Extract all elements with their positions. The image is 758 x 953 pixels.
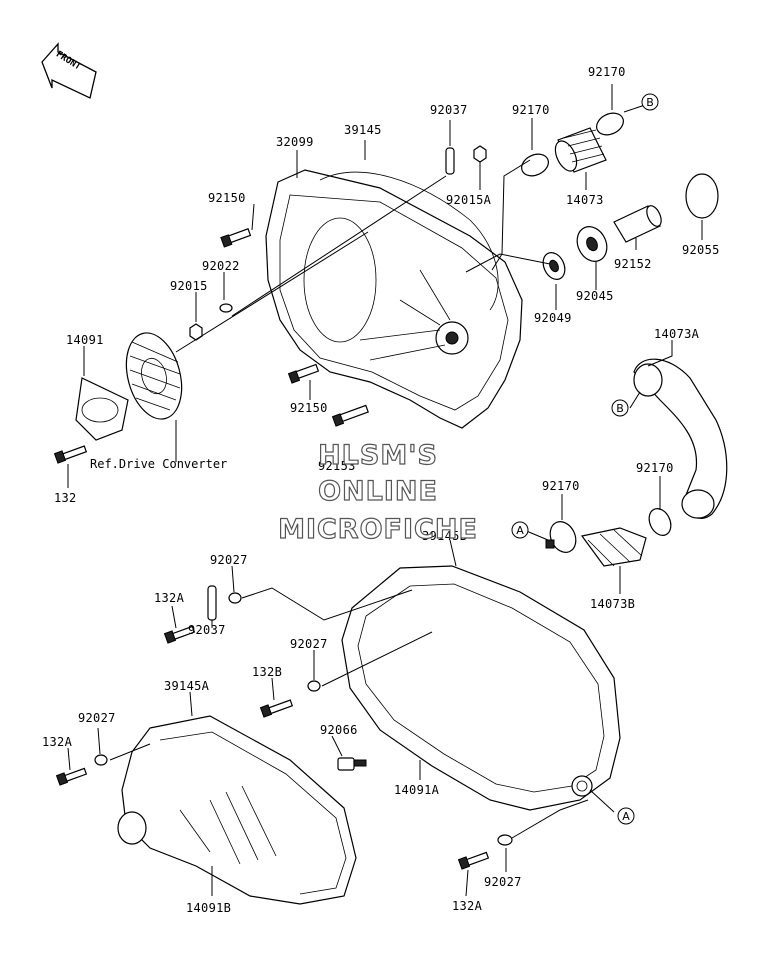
watermark-line-3: MICROFICHE — [278, 514, 478, 545]
cover-39145B — [341, 565, 621, 811]
label-92015: 92015 — [170, 279, 208, 293]
washer-92027-top — [228, 592, 242, 604]
label-92027-top: 92027 — [210, 553, 248, 567]
cap-14091 — [75, 377, 129, 441]
label-14091: 14091 — [66, 333, 104, 347]
callout-b-mid: B — [611, 399, 629, 417]
label-92049: 92049 — [534, 311, 572, 325]
label-132-top: 132 — [54, 491, 77, 505]
callout-b-top-label: B — [646, 96, 654, 109]
callout-a-mid-label: A — [516, 524, 524, 537]
bolt-132A-left — [55, 767, 88, 786]
label-14091A: 14091A — [394, 783, 440, 797]
label-92037-top: 92037 — [430, 103, 468, 117]
duct-14073B — [580, 527, 647, 567]
washer-92027-left — [94, 754, 108, 766]
part-labels: 92170 92170 92037 39145 32099 92015A 140… — [42, 65, 720, 915]
bolt-132A-top — [163, 625, 196, 644]
label-92150-top: 92150 — [208, 191, 246, 205]
watermark: HLSM'S ONLINE MICROFICHE — [277, 439, 478, 545]
label-132A-top: 132A — [154, 591, 185, 605]
nut-92015 — [189, 323, 203, 341]
label-92066: 92066 — [320, 723, 358, 737]
bolt-92153 — [331, 404, 369, 427]
callout-a-bottom-label: A — [622, 810, 630, 823]
pin-92037-bottom — [207, 585, 217, 621]
outer-cover-32099 — [265, 169, 523, 429]
label-39145: 39145 — [344, 123, 382, 137]
callout-b-top: B — [641, 93, 659, 111]
callout-a-mid: A — [511, 521, 529, 539]
bearing-92045 — [576, 226, 608, 262]
seal-92049 — [542, 252, 566, 280]
clamp-92170-right — [648, 508, 672, 536]
washer-92027-mid — [307, 680, 321, 692]
label-92027-bottom: 92027 — [484, 875, 522, 889]
label-92027-mid: 92027 — [290, 637, 328, 651]
label-92170-mid: 92170 — [512, 103, 550, 117]
leader-lines — [67, 84, 703, 897]
label-92153: 92153 — [318, 459, 356, 473]
label-92015A: 92015A — [446, 193, 492, 207]
bolt-92150-bottom — [287, 363, 320, 384]
washer-92022 — [219, 303, 233, 313]
label-132A-bottom: 132A — [452, 899, 483, 913]
callout-a-bottom: A — [617, 807, 635, 825]
watermark-line-2: ONLINE — [318, 476, 438, 507]
washer-92027-bottom — [497, 834, 513, 846]
label-92055: 92055 — [682, 243, 720, 257]
watermark-line-1: HLSM'S — [318, 440, 438, 471]
collar-92152 — [613, 205, 662, 243]
front-arrow-icon: FRONT — [41, 42, 97, 99]
label-132B: 132B — [252, 665, 282, 679]
duct-14073 — [554, 127, 607, 173]
label-92170-left: 92170 — [542, 479, 580, 493]
label-14073A: 14073A — [654, 327, 700, 341]
label-92152: 92152 — [614, 257, 652, 271]
drain-92066 — [337, 757, 367, 771]
label-92150-bottom: 92150 — [290, 401, 328, 415]
label-92170-top: 92170 — [588, 65, 626, 79]
duct-14073A — [633, 358, 728, 519]
label-39145A: 39145A — [164, 679, 210, 693]
gasket-39145 — [319, 171, 499, 311]
clamp-92170-mid — [521, 153, 549, 177]
oring-92055 — [685, 173, 719, 219]
pin-92037-top — [445, 147, 455, 175]
clamp-92170-top — [596, 112, 624, 136]
callout-b-mid-label: B — [616, 402, 624, 415]
label-32099: 32099 — [276, 135, 314, 149]
label-92027-left: 92027 — [78, 711, 116, 725]
bolt-132-top — [53, 445, 88, 464]
cover-14091B — [117, 715, 357, 905]
label-132A-left: 132A — [42, 735, 73, 749]
label-92170-right: 92170 — [636, 461, 674, 475]
bolt-132A-bottom — [457, 851, 490, 870]
label-14073B: 14073B — [590, 597, 635, 611]
nut-92015A — [473, 145, 487, 163]
bolt-132B — [259, 699, 294, 718]
clamp-92170-left — [545, 521, 577, 553]
label-92045: 92045 — [576, 289, 614, 303]
label-14091B: 14091B — [186, 901, 231, 915]
label-ref-drive-converter: Ref.Drive Converter — [90, 457, 227, 471]
bolt-92150-top — [220, 228, 252, 248]
label-39145B: 39145B — [422, 529, 467, 543]
drive-converter-pulley — [125, 332, 183, 420]
label-92022: 92022 — [202, 259, 240, 273]
label-92037-bottom: 92037 — [188, 623, 226, 637]
label-14073: 14073 — [566, 193, 604, 207]
